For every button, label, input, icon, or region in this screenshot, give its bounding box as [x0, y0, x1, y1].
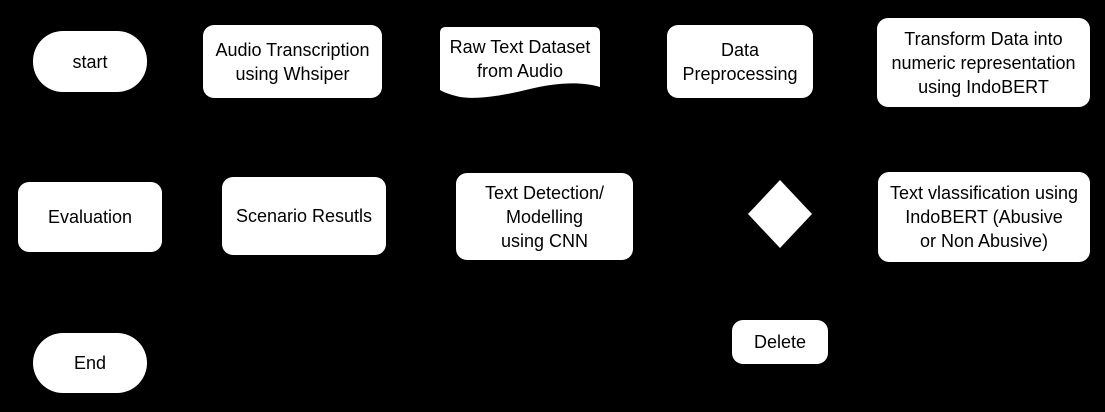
- node-label-end: End: [73, 353, 107, 373]
- node-label-raw-text-dataset: Raw Text Dataset from Audio: [449, 36, 591, 81]
- node-label-transform-data: Transform Data into numeric representati…: [891, 28, 1076, 97]
- node-label-scenario-results: Scenario Resutls: [235, 206, 373, 226]
- flowchart-node-delete: Delete: [732, 320, 828, 364]
- flowchart-node-evaluation: Evaluation: [18, 182, 162, 252]
- node-label-delete: Delete: [753, 332, 807, 352]
- flowchart-node-transform-data: Transform Data into numeric representati…: [877, 18, 1090, 107]
- node-label-text-classification: Text vlassification using IndoBERT (Abus…: [889, 183, 1079, 251]
- flowchart-node-text-classification: Text vlassification using IndoBERT (Abus…: [878, 172, 1090, 262]
- flowchart-node-audio-transcription: Audio Transcription using Whsiper: [203, 25, 382, 98]
- node-label-start: start: [72, 51, 108, 72]
- node-label-data-preprocessing: Data Preprocessing: [682, 39, 798, 84]
- node-label-text-detection: Text Detection/ Modelling using CNN: [484, 182, 605, 251]
- flowchart-node-text-detection: Text Detection/ Modelling using CNN: [456, 173, 633, 260]
- flowchart-node-start: start: [33, 31, 147, 92]
- flowchart-node-decision: [748, 180, 812, 248]
- flowchart-node-end: End: [33, 333, 147, 393]
- document-shape-icon: [440, 27, 600, 98]
- node-label-evaluation: Evaluation: [47, 207, 133, 227]
- flowchart-node-data-preprocessing: Data Preprocessing: [667, 25, 813, 98]
- flowchart-node-scenario-results: Scenario Resutls: [222, 177, 386, 255]
- flowchart-node-raw-text-dataset: Raw Text Dataset from Audio: [440, 27, 600, 100]
- node-label-audio-transcription: Audio Transcription using Whsiper: [215, 39, 370, 84]
- decision-diamond-icon: [748, 180, 812, 248]
